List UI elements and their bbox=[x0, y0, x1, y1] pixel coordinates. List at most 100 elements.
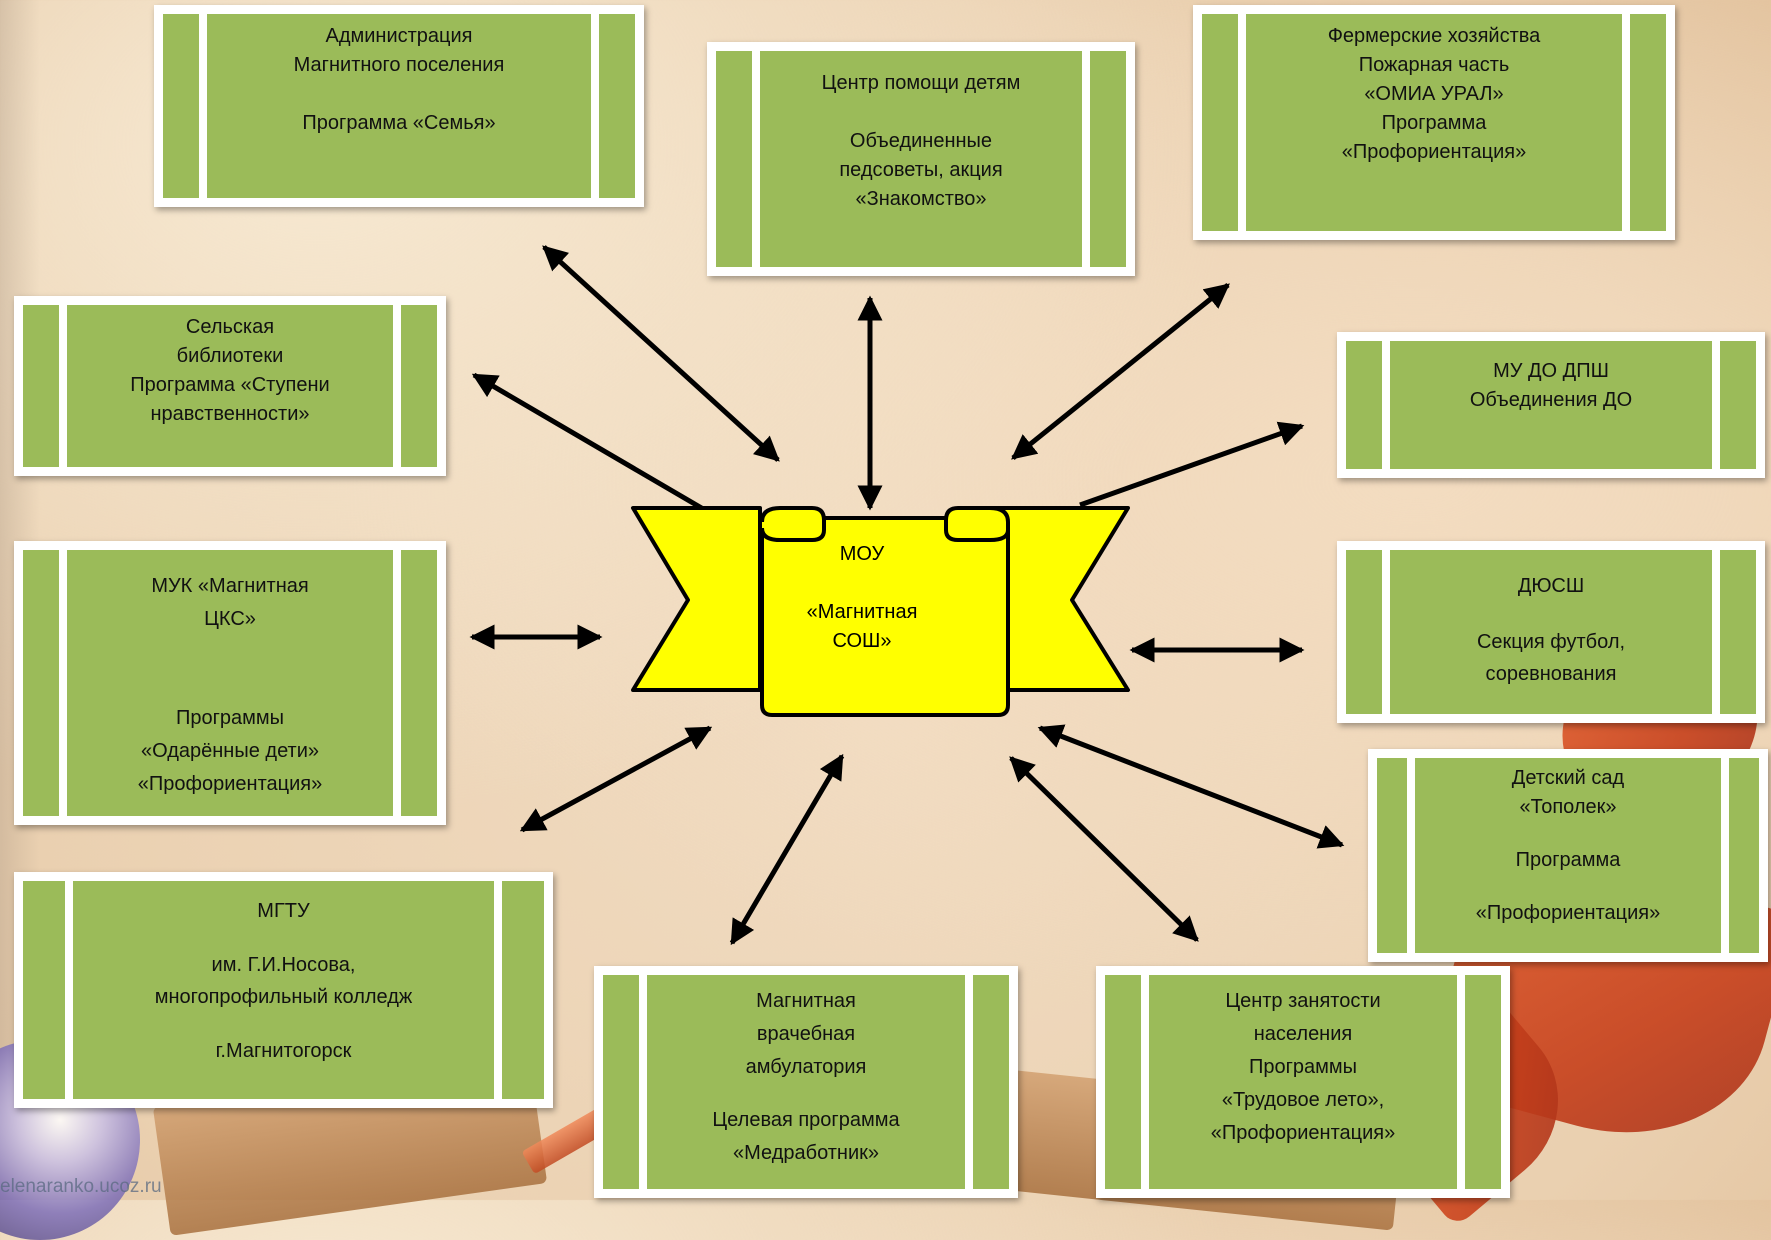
arrow-administration bbox=[542, 245, 780, 462]
center-label: МОУ «Магнитная СОШ» bbox=[762, 540, 962, 656]
box-content: Центр помощи детям Объединенные педсовет… bbox=[760, 51, 1082, 267]
box-content: МУ ДО ДПШ Объединения ДО bbox=[1390, 341, 1712, 469]
box-stripe bbox=[502, 881, 544, 1099]
box-line: Центр помощи детям bbox=[821, 72, 1021, 94]
box-line: Пожарная часть bbox=[1358, 54, 1510, 76]
banner-left-roll bbox=[760, 506, 826, 542]
box-content: Администрация Магнитного поселения Прогр… bbox=[207, 14, 591, 198]
box-line: «ОМИА УРАЛ» bbox=[1364, 83, 1504, 105]
center-line bbox=[762, 569, 962, 598]
box-line: «Медработник» bbox=[733, 1142, 879, 1164]
arrow-mgtu bbox=[519, 725, 713, 833]
arrow-library bbox=[471, 372, 707, 513]
box-line: Объединения ДО bbox=[1469, 389, 1633, 411]
arrow-employment-center bbox=[1009, 756, 1199, 942]
box-line: Сельская bbox=[185, 316, 275, 338]
box-stripe bbox=[23, 881, 65, 1099]
box-stripe bbox=[1720, 550, 1756, 714]
box-stripe bbox=[1720, 341, 1756, 469]
box-line: г.Магнитогорск bbox=[215, 1040, 352, 1062]
box-line: Целевая программа bbox=[712, 1109, 900, 1131]
box-line: библиотеки bbox=[176, 345, 284, 367]
box-line: врачебная bbox=[756, 1023, 856, 1045]
box-line: Программа bbox=[1381, 112, 1487, 134]
diagram-arrows bbox=[469, 245, 1345, 946]
arrow-farms bbox=[1011, 283, 1230, 460]
banner-left-ribbon bbox=[631, 506, 762, 692]
watermark: elenaranko.ucoz.ru bbox=[0, 1176, 162, 1197]
box-stripe bbox=[1377, 758, 1407, 953]
box-content: МУК «Магнитная ЦКС» Программы «Одарённые… bbox=[67, 550, 393, 816]
box-line: Магнитного поселения bbox=[293, 54, 505, 76]
banner-right-roll bbox=[944, 506, 1010, 542]
box-line: Магнитная bbox=[756, 990, 856, 1012]
box-line: «Знакомство» bbox=[855, 188, 987, 210]
box-stripe bbox=[1346, 341, 1382, 469]
center-banner bbox=[631, 506, 1130, 717]
box-line: «Профориентация» bbox=[1475, 902, 1661, 924]
box-line: «Профориентация» bbox=[1341, 141, 1527, 163]
box-line: «Профориентация» bbox=[137, 773, 323, 795]
box-line: Фермерские хозяйства bbox=[1327, 25, 1541, 47]
box-line: Программа «Семья» bbox=[302, 112, 496, 134]
box-line: нравственности» bbox=[150, 403, 310, 425]
box-content: МГТУ им. Г.И.Носова, многопрофильный кол… bbox=[73, 881, 494, 1099]
box-stripe bbox=[1202, 14, 1238, 231]
center-line: СОШ» bbox=[832, 630, 892, 652]
box-line: ЦКС» bbox=[204, 608, 256, 630]
box-kindergarten: Детский сад «Тополек» Программа «Профори… bbox=[1368, 749, 1768, 962]
box-content: Фермерские хозяйства Пожарная часть «ОМИ… bbox=[1246, 14, 1622, 231]
box-line: соревнования bbox=[1485, 663, 1617, 685]
box-line: МУ ДО ДПШ bbox=[1493, 360, 1609, 382]
box-line: МГТУ bbox=[257, 900, 310, 922]
box-line: им. Г.И.Носова, bbox=[211, 954, 356, 976]
box-content: Сельская библиотеки Программа «Ступени н… bbox=[67, 305, 393, 467]
box-farms: Фермерские хозяйства Пожарная часть «ОМИ… bbox=[1193, 5, 1675, 240]
box-line: Программа bbox=[1515, 849, 1621, 871]
box-line: ДЮСШ bbox=[1517, 575, 1585, 597]
box-line: Центр занятости bbox=[1225, 990, 1381, 1012]
box-line: амбулатория bbox=[745, 1056, 867, 1078]
box-stripe bbox=[599, 14, 635, 198]
box-child-help-center: Центр помощи детям Объединенные педсовет… bbox=[707, 42, 1135, 276]
box-stripe bbox=[1346, 550, 1382, 714]
box-mu-do-dpsh: МУ ДО ДПШ Объединения ДО bbox=[1337, 332, 1765, 478]
box-stripe bbox=[23, 305, 59, 467]
box-line: Программы bbox=[1248, 1056, 1358, 1078]
box-line: Программа «Ступени bbox=[130, 374, 330, 396]
box-line: Объединенные bbox=[849, 130, 993, 152]
box-content: Детский сад «Тополек» Программа «Профори… bbox=[1415, 758, 1721, 953]
arrow-mu-do-dpsh bbox=[1079, 421, 1305, 508]
box-content: ДЮСШ Секция футбол, соревнования bbox=[1390, 550, 1712, 714]
arrow-kindergarten bbox=[1037, 724, 1345, 849]
center-line: МОУ bbox=[839, 543, 885, 565]
box-line: населения bbox=[1253, 1023, 1353, 1045]
box-stripe bbox=[163, 14, 199, 198]
box-line: «Одарённые дети» bbox=[140, 740, 319, 762]
box-line: «Трудовое лето», bbox=[1221, 1089, 1385, 1111]
box-administration: Администрация Магнитного поселения Прогр… bbox=[154, 5, 644, 207]
box-line: Программы bbox=[175, 707, 285, 729]
box-stripe bbox=[401, 550, 437, 816]
box-content: Магнитная врачебная амбулатория Целевая … bbox=[647, 975, 965, 1189]
arrow-clinic bbox=[729, 753, 845, 946]
box-library: Сельская библиотеки Программа «Ступени н… bbox=[14, 296, 446, 476]
box-line: Администрация bbox=[325, 25, 473, 47]
box-line: Секция футбол, bbox=[1476, 631, 1626, 653]
box-line: «Тополек» bbox=[1519, 796, 1617, 818]
box-line: многопрофильный колледж bbox=[154, 986, 413, 1008]
box-stripe bbox=[1729, 758, 1759, 953]
box-mgtu: МГТУ им. Г.И.Носова, многопрофильный кол… bbox=[14, 872, 553, 1108]
box-employment-center: Центр занятости населения Программы «Тру… bbox=[1096, 966, 1510, 1198]
box-line: Детский сад bbox=[1511, 767, 1625, 789]
box-stripe bbox=[1105, 975, 1141, 1189]
box-line: МУК «Магнитная bbox=[151, 575, 309, 597]
box-content: Центр занятости населения Программы «Тру… bbox=[1149, 975, 1457, 1189]
box-line: педсоветы, акция bbox=[839, 159, 1003, 181]
box-stripe bbox=[23, 550, 59, 816]
box-dyussh: ДЮСШ Секция футбол, соревнования bbox=[1337, 541, 1765, 723]
center-line: «Магнитная bbox=[806, 601, 918, 623]
box-stripe bbox=[603, 975, 639, 1189]
box-stripe bbox=[1090, 51, 1126, 267]
box-stripe bbox=[716, 51, 752, 267]
